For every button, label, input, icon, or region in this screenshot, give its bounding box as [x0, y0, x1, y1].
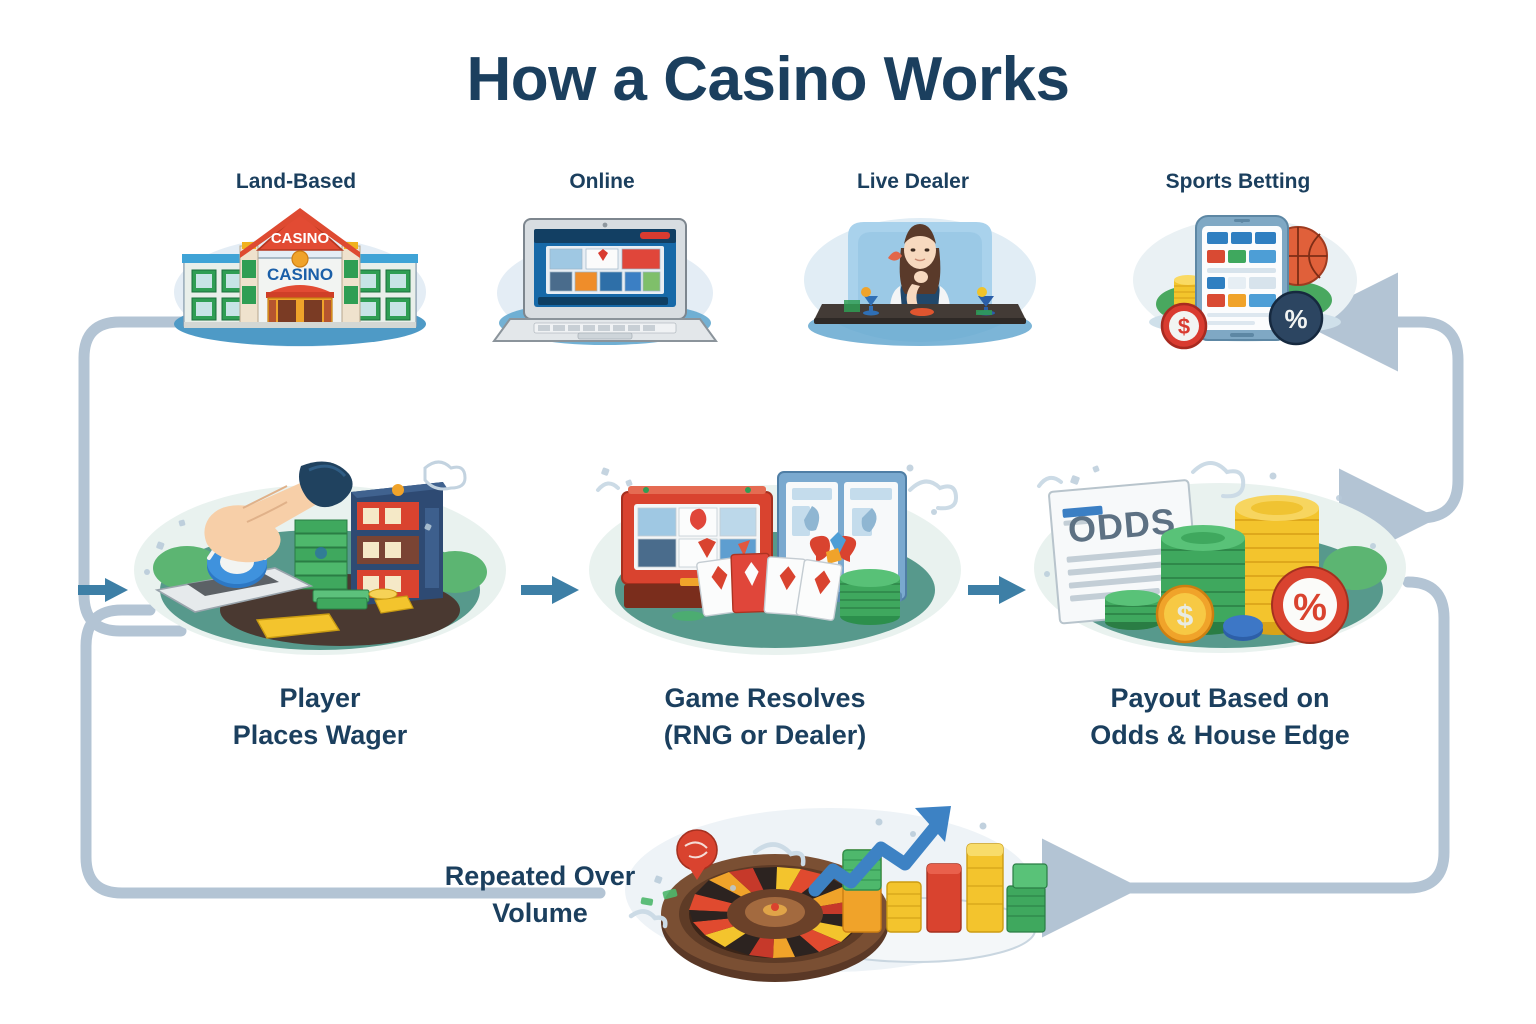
- stage-2-line-1: Game Resolves: [664, 683, 866, 713]
- dollar-coin-symbol: $: [1177, 600, 1194, 633]
- slot-machine-cards-icon: [589, 464, 961, 655]
- channel-label-sports-betting: Sports Betting: [1165, 170, 1311, 193]
- stage-3-line-2: Odds & House Edge: [1090, 720, 1350, 751]
- stage-3-line-1: Payout Based on: [1110, 683, 1330, 713]
- page-title: How a Casino Works: [466, 45, 1070, 114]
- percent-badge-symbol: %: [1293, 587, 1327, 629]
- odds-payout-icon: ODDS: [1034, 461, 1406, 653]
- arrow-stage-1-to-2: [521, 576, 579, 604]
- channel-label-live-dealer: Live Dealer: [856, 170, 970, 193]
- casino-building-icon: CASINO CASINO: [174, 208, 426, 347]
- stage-2-line-2: (RNG or Dealer): [663, 720, 867, 751]
- stage-label-3: Payout Based on Odds & House Edge: [1010, 680, 1430, 755]
- connector-left-top-bracket: [78, 316, 187, 637]
- dollar-symbol: $: [1178, 314, 1190, 339]
- percent-symbol: %: [1284, 304, 1307, 334]
- roulette-growth-icon: [625, 806, 1048, 982]
- stage-1-line-1: Player: [279, 683, 361, 713]
- connector-right-top-bracket: [1299, 272, 1464, 568]
- connector-left-bottom-bracket: [80, 604, 606, 899]
- live-dealer-icon: [804, 218, 1036, 346]
- odds-paper-text: ODDS: [1066, 500, 1177, 550]
- connector-right-down-bracket: [1129, 576, 1450, 894]
- stage-label-1: Player Places Wager: [110, 680, 530, 755]
- stage-label-2: Game Resolves (RNG or Dealer): [555, 680, 975, 755]
- channel-label-online: Online: [569, 170, 635, 193]
- sports-betting-phone-icon: $ %: [1133, 215, 1357, 350]
- loop-line-1: Repeated Over: [444, 861, 636, 891]
- arrow-stage-2-to-3: [968, 576, 1026, 604]
- stage-1-line-2: Places Wager: [232, 720, 408, 751]
- laptop-icon: [492, 218, 718, 345]
- loop-label: Repeated Over Volume: [400, 858, 680, 933]
- channel-label-land-based: Land-Based: [235, 170, 357, 193]
- casino-roof-sign-text: CASINO: [271, 230, 330, 247]
- arrow-into-stage-1: [78, 578, 128, 602]
- loop-line-2: Volume: [492, 898, 588, 929]
- hand-placing-chip-icon: [134, 460, 506, 655]
- casino-facade-text: CASINO: [267, 265, 333, 284]
